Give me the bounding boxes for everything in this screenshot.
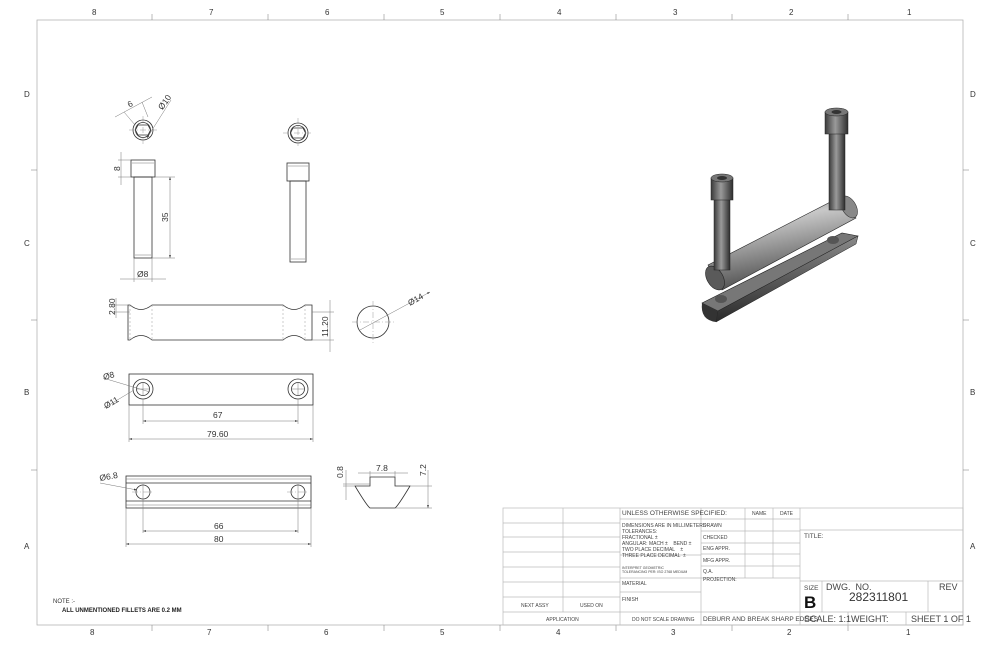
dim-rod-notch-height: 11.20 bbox=[320, 316, 330, 337]
tb-scale: SCALE: 1:1 bbox=[804, 614, 851, 624]
tb-two-place: TWO PLACE DECIMAL ± bbox=[622, 547, 683, 553]
zone-col-5-bottom: 5 bbox=[440, 628, 445, 637]
tb-eng-appr: ENG APPR. bbox=[703, 546, 730, 552]
tb-qa: Q.A. bbox=[703, 569, 713, 575]
dim-tnut-hole: Ø6.8 bbox=[99, 470, 119, 483]
zone-row-b-right: B bbox=[970, 388, 975, 397]
tb-date: DATE bbox=[780, 511, 794, 517]
tb-checked: CHECKED bbox=[703, 535, 728, 541]
dim-bolt-dia: Ø8 bbox=[137, 269, 149, 279]
dim-plate-hole-large: Ø11 bbox=[102, 394, 121, 411]
tb-three-place: THREE PLACE DECIMAL ± bbox=[622, 553, 686, 559]
dim-rod-dia: Ø14 bbox=[406, 291, 425, 308]
tb-sheet: SHEET 1 OF 1 bbox=[911, 614, 971, 624]
dim-tnut-lip: 0.8 bbox=[335, 466, 345, 478]
tb-dwg-no: 282311801 bbox=[849, 590, 909, 604]
border-frame bbox=[31, 14, 969, 631]
zone-row-d: D bbox=[24, 90, 30, 99]
zone-col-5: 5 bbox=[440, 8, 445, 17]
zone-col-2: 2 bbox=[789, 8, 794, 17]
tb-size-label: SIZE bbox=[804, 585, 819, 592]
zone-col-6: 6 bbox=[325, 8, 330, 17]
zone-col-8: 8 bbox=[92, 8, 97, 17]
dim-tnut-length: 80 bbox=[214, 534, 224, 544]
dim-tnut-height: 7.2 bbox=[418, 464, 428, 476]
zone-row-c: C bbox=[24, 239, 30, 248]
zone-col-3-bottom: 3 bbox=[671, 628, 676, 637]
tb-deburr: DEBURR AND BREAK SHARP EDGES bbox=[703, 616, 819, 623]
zone-col-2-bottom: 2 bbox=[787, 628, 792, 637]
tb-interpret-2: TOLERANCING PER: ISO 2768 MEDIUM bbox=[622, 570, 687, 574]
dim-rod-notch: 2.80 bbox=[107, 298, 117, 315]
dim-bolt-hex: 6 bbox=[126, 98, 135, 109]
tb-used-on: USED ON bbox=[580, 603, 603, 609]
dim-bolt-head-dia: Ø10 bbox=[156, 92, 174, 111]
zone-col-7-bottom: 7 bbox=[207, 628, 212, 637]
zone-col-7: 7 bbox=[209, 8, 214, 17]
zone-col-4: 4 bbox=[557, 8, 562, 17]
tb-size-value: B bbox=[804, 593, 816, 612]
tb-dims-mm: DIMENSIONS ARE IN MILLIMETERS bbox=[622, 523, 707, 529]
dim-bolt-length: 35 bbox=[160, 212, 170, 222]
tb-rev-label: REV bbox=[939, 582, 958, 592]
zone-labels: 8 7 6 5 4 3 2 1 8 7 6 5 4 3 2 1 D C B A … bbox=[24, 8, 976, 637]
tnut-profile-view: 0.8 7.8 7.2 bbox=[335, 463, 432, 509]
tb-projection: PROJECTION: bbox=[703, 577, 737, 583]
zone-row-d-right: D bbox=[970, 90, 976, 99]
note-text: ALL UNMENTIONED FILLETS ARE 0.2 MM bbox=[62, 608, 182, 614]
dim-tnut-width: 7.8 bbox=[376, 463, 388, 473]
zone-col-8-bottom: 8 bbox=[90, 628, 95, 637]
tb-name: NAME bbox=[752, 511, 767, 517]
zone-col-4-bottom: 4 bbox=[556, 628, 561, 637]
dim-plate-length: 79.60 bbox=[207, 429, 229, 439]
rod-side-view: 2.80 11.20 bbox=[107, 298, 334, 352]
rod-end-view: Ø14 bbox=[352, 291, 431, 343]
tb-application: APPLICATION bbox=[546, 617, 579, 623]
zone-row-a-right: A bbox=[970, 542, 976, 551]
zone-row-c-right: C bbox=[970, 239, 976, 248]
tb-angular: ANGULAR: MACH ± BEND ± bbox=[622, 541, 692, 547]
tnut-top-view: Ø6.8 66 80 bbox=[99, 470, 312, 547]
zone-row-a: A bbox=[24, 542, 30, 551]
bolt-dimensioned-view: 6 Ø10 8 35 Ø8 bbox=[112, 92, 175, 282]
zone-col-1: 1 bbox=[907, 8, 912, 17]
tb-material: MATERIAL bbox=[622, 581, 647, 587]
zone-row-b: B bbox=[24, 388, 29, 397]
tb-interpret-1: INTERPRET GEOMETRIC bbox=[622, 566, 664, 570]
isometric-assembly-view bbox=[701, 107, 859, 323]
tb-unless: UNLESS OTHERWISE SPECIFIED: bbox=[622, 510, 727, 517]
tb-drawn: DRAWN bbox=[703, 523, 722, 529]
dim-tnut-hole-spacing: 66 bbox=[214, 521, 224, 531]
zone-col-1-bottom: 1 bbox=[906, 628, 911, 637]
tb-title-label: TITLE: bbox=[804, 533, 824, 540]
zone-col-6-bottom: 6 bbox=[324, 628, 329, 637]
tb-tolerances: TOLERANCES: bbox=[622, 529, 657, 535]
zone-col-3: 3 bbox=[673, 8, 678, 17]
dim-bolt-head-height: 8 bbox=[112, 166, 122, 171]
tb-weight: WEIGHT: bbox=[851, 614, 889, 624]
dim-plate-hole-spacing: 67 bbox=[213, 410, 223, 420]
tb-fractional: FRACTIONAL ± bbox=[622, 535, 658, 541]
tb-finish: FINISH bbox=[622, 597, 639, 603]
tb-mfg-appr: MFG APPR. bbox=[703, 558, 730, 564]
note-heading: NOTE :- bbox=[53, 599, 75, 605]
tb-dwg-no-label: DWG. NO. bbox=[826, 582, 872, 592]
tb-do-not-scale: DO NOT SCALE DRAWING bbox=[632, 617, 695, 623]
dim-plate-hole-small: Ø8 bbox=[102, 369, 116, 382]
drawing-note: NOTE :- ALL UNMENTIONED FILLETS ARE 0.2 … bbox=[53, 599, 182, 614]
rod-top-view: Ø8 Ø11 67 79.60 bbox=[102, 369, 314, 442]
title-block: UNLESS OTHERWISE SPECIFIED: DIMENSIONS A… bbox=[502, 507, 971, 626]
bolt-plain-view bbox=[283, 118, 313, 263]
tb-next-assy: NEXT ASSY bbox=[521, 603, 549, 609]
